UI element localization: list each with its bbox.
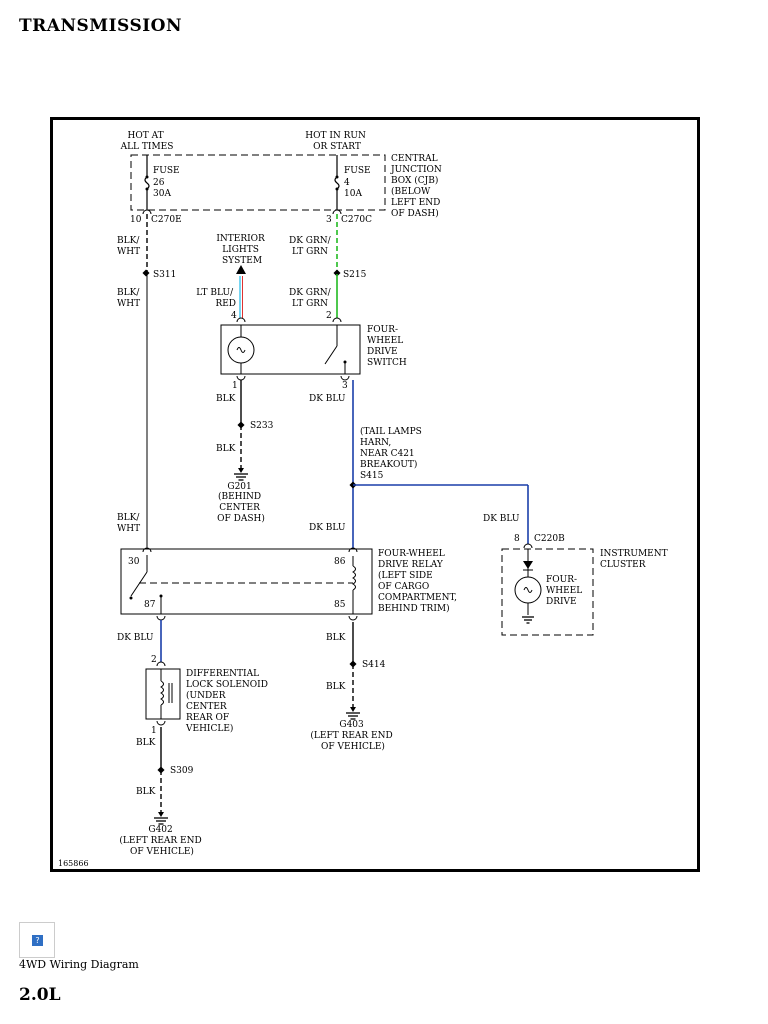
label-s309: S309 bbox=[170, 766, 194, 776]
label-tail-lamps: (TAIL LAMPS HARN, NEAR C421 BREAKOUT) bbox=[360, 426, 425, 470]
ground-cluster-icon bbox=[522, 616, 534, 624]
label-central-junction-box: CENTRAL JUNCTION BOX (CJB) (BELOW LEFT E… bbox=[390, 154, 445, 219]
differential-lock-solenoid-box bbox=[145, 668, 181, 720]
label-hot-at-all-times: HOT AT ALL TIMES bbox=[120, 131, 174, 152]
splice-s311-icon bbox=[142, 269, 150, 277]
ground-g403-icon bbox=[346, 707, 360, 720]
label-four-wheel-drive-switch: FOUR- WHEEL DRIVE SWITCH bbox=[367, 325, 407, 368]
label-wire-blk-2: BLK bbox=[216, 444, 236, 454]
label-g201: G201 (BEHIND CENTER OF DASH) bbox=[217, 482, 265, 524]
label-c270c: C270C bbox=[341, 215, 372, 225]
label-wire-dk-blu-1: DK BLU bbox=[309, 394, 346, 404]
label-solenoid-pin-1: 1 bbox=[151, 726, 157, 736]
label-instrument-cluster: INSTRUMENT CLUSTER bbox=[600, 549, 671, 570]
relay-coil-icon bbox=[352, 565, 356, 591]
connector-c270e-icon bbox=[142, 209, 152, 215]
diagram-frame bbox=[50, 117, 700, 872]
label-fuse-26: FUSE 26 30A bbox=[153, 166, 182, 199]
label-s215: S215 bbox=[343, 270, 367, 280]
page-title: TRANSMISSION bbox=[19, 16, 183, 36]
label-cluster-lamp: FOUR- WHEEL DRIVE bbox=[546, 575, 585, 607]
label-relay-pin-85: 85 bbox=[334, 600, 346, 610]
label-wire-blk-4: BLK bbox=[136, 787, 156, 797]
broken-image-icon[interactable]: ? bbox=[19, 922, 55, 958]
label-g402: G402 (LEFT REAR END OF VEHICLE) bbox=[119, 825, 204, 857]
label-wire-dk-grn-2: DK GRN/ LT GRN bbox=[289, 288, 334, 309]
ground-g402-icon bbox=[154, 812, 168, 825]
label-c220b: C220B bbox=[534, 534, 565, 544]
label-solenoid-pin-2: 2 bbox=[151, 655, 157, 665]
label-switch-pin-3: 3 bbox=[342, 381, 348, 391]
label-wire-blk-1: BLK bbox=[216, 394, 236, 404]
four-wheel-drive-relay-box bbox=[120, 548, 373, 615]
figure-number: 165866 bbox=[58, 859, 89, 868]
arrow-up-icon bbox=[236, 265, 246, 274]
label-wire-dk-blu-3: DK BLU bbox=[483, 514, 520, 524]
label-g403: G403 (LEFT REAR END OF VEHICLE) bbox=[310, 720, 395, 752]
label-s311: S311 bbox=[153, 270, 176, 280]
image-caption: 4WD Wiring Diagram bbox=[19, 958, 139, 971]
fuse-4-icon bbox=[334, 155, 340, 210]
label-relay-pin-87: 87 bbox=[144, 600, 156, 610]
label-c270c-pin: 3 bbox=[326, 215, 332, 225]
instrument-cluster-box bbox=[501, 548, 594, 636]
label-wire-blk-6: BLK bbox=[326, 682, 346, 692]
label-four-wheel-drive-relay: FOUR-WHEEL DRIVE RELAY (LEFT SIDE OF CAR… bbox=[378, 549, 460, 614]
label-switch-pin-4: 4 bbox=[231, 311, 237, 321]
label-wire-blk-wht-1: BLK/ WHT bbox=[117, 236, 142, 257]
solenoid-coil-icon bbox=[160, 680, 164, 706]
label-s414: S414 bbox=[362, 660, 386, 670]
label-switch-pin-1: 1 bbox=[232, 381, 238, 391]
label-wire-lt-blu-red: LT BLU/ RED bbox=[196, 288, 236, 309]
label-wire-blk-3: BLK bbox=[136, 738, 156, 748]
label-wire-blk-wht-2: BLK/ WHT bbox=[117, 288, 142, 309]
label-fuse-4: FUSE 4 10A bbox=[344, 166, 373, 199]
label-wire-dk-blu-2: DK BLU bbox=[309, 523, 346, 533]
label-wire-blk-5: BLK bbox=[326, 633, 346, 643]
engine-subheading: 2.0L bbox=[19, 985, 61, 1005]
label-interior-lights: INTERIOR LIGHTS SYSTEM bbox=[216, 234, 267, 266]
fuse-26-icon bbox=[144, 155, 150, 210]
label-s233: S233 bbox=[250, 421, 274, 431]
label-relay-pin-86: 86 bbox=[334, 557, 346, 567]
label-wire-dk-blu-4: DK BLU bbox=[117, 633, 154, 643]
splice-s215-icon bbox=[333, 269, 341, 277]
label-c270e-pin: 10 bbox=[130, 215, 142, 225]
four-wheel-drive-switch-box bbox=[220, 324, 361, 375]
label-switch-pin-2: 2 bbox=[326, 311, 332, 321]
label-wire-dk-grn-1: DK GRN/ LT GRN bbox=[289, 236, 334, 257]
diode-icon bbox=[523, 561, 533, 569]
label-c220b-pin: 8 bbox=[514, 534, 520, 544]
central-junction-box bbox=[130, 154, 386, 211]
label-wire-blk-wht-3: BLK/ WHT bbox=[117, 513, 142, 534]
label-s415: S415 bbox=[360, 471, 384, 481]
label-hot-in-run: HOT IN RUN OR START bbox=[305, 131, 369, 152]
label-c270e: C270E bbox=[151, 215, 182, 225]
label-differential-lock-solenoid: DIFFERENTIAL LOCK SOLENOID (UNDER CENTER… bbox=[185, 669, 271, 734]
connector-c270c-icon bbox=[332, 209, 342, 215]
image-glyph: ? bbox=[32, 935, 43, 946]
label-relay-pin-30: 30 bbox=[128, 557, 140, 567]
ground-g201-icon bbox=[234, 468, 248, 481]
